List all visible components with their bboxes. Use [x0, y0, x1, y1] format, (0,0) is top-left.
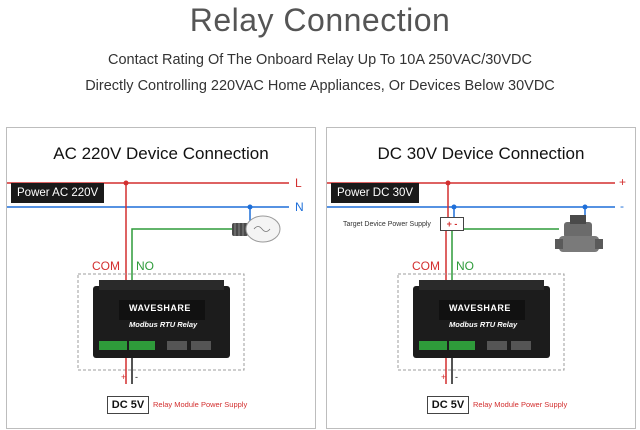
- module-brand: WAVESHARE: [449, 303, 511, 313]
- no-label: NO: [456, 259, 474, 273]
- neutral-label: N: [295, 200, 304, 214]
- relay-module: [413, 280, 550, 358]
- no-label: NO: [136, 259, 154, 273]
- light-bulb-icon: [232, 215, 281, 243]
- module-enclosure: [397, 273, 565, 371]
- dc5v-supply-box: DC 5V: [427, 396, 469, 414]
- ac-power-label: Power AC 220V: [11, 183, 105, 203]
- target-device-supply-caption: Target Device Power Supply: [343, 221, 431, 228]
- ac-wiring-diagram: + -: [7, 180, 289, 384]
- com-label: COM: [92, 259, 120, 273]
- subtitle-line-1: Contact Rating Of The Onboard Relay Up T…: [108, 52, 532, 68]
- negative-label: -: [620, 199, 624, 213]
- live-label: L: [295, 176, 302, 190]
- dc5v-supply-box: DC 5V: [107, 396, 149, 414]
- dc-wiring-diagram: + -: [327, 180, 615, 384]
- module-name: Modbus RTU Relay: [129, 320, 198, 329]
- no-wire: [131, 228, 233, 303]
- solenoid-valve-icon: [555, 215, 603, 252]
- module-name: Modbus RTU Relay: [449, 320, 518, 329]
- dc-panel-title: DC 30V Device Connection: [377, 144, 585, 163]
- supply-caption: Relay Module Power Supply: [473, 400, 568, 409]
- relay-module: [93, 280, 230, 358]
- dc-connection-panel: + - DC 30V Device Connection Power DC 30…: [326, 127, 636, 429]
- com-label: COM: [412, 259, 440, 273]
- ac-connection-panel: + - AC 220V Device Connection Power AC 2…: [6, 127, 316, 429]
- svg-text:+: +: [121, 372, 126, 382]
- dc-power-label: Power DC 30V: [331, 183, 420, 203]
- supply-caption: Relay Module Power Supply: [153, 400, 248, 409]
- target-device-supply-box: + -: [440, 217, 464, 231]
- page-title: Relay Connection: [189, 2, 451, 38]
- ac-panel-title: AC 220V Device Connection: [53, 144, 269, 163]
- svg-text:+: +: [441, 372, 446, 382]
- subtitle-line-2: Directly Controlling 220VAC Home Applian…: [85, 78, 555, 94]
- positive-label: +: [619, 175, 627, 189]
- svg-text:-: -: [135, 372, 138, 382]
- svg-text:-: -: [455, 372, 458, 382]
- module-brand: WAVESHARE: [129, 303, 191, 313]
- module-enclosure: [77, 273, 245, 371]
